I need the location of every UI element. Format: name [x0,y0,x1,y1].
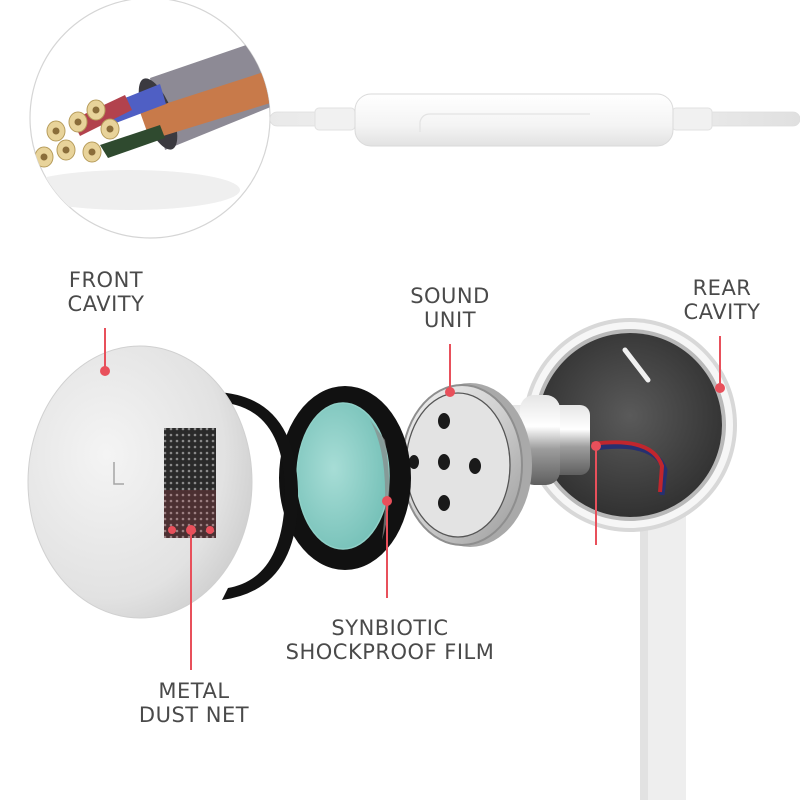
rear-cavity-part [523,318,737,800]
label-synbiotic-film-line1: SYNBIOTIC [331,616,449,640]
label-rear-cavity-line1: REAR [692,276,752,300]
label-front-cavity-line2: CAVITY [67,292,145,316]
label-sound-unit-line2: UNIT [423,308,477,332]
label-sound-unit-line1: SOUND [410,284,490,308]
label-metal-dust-net-line2: DUST NET [138,703,250,727]
label-metal-dust-net-line1: METAL [158,679,230,703]
inline-remote [269,93,800,147]
driver-vent-holes [409,413,481,511]
label-synbiotic-film: SYNBIOTIC SHOCKPROOF FILM [270,616,510,664]
gasket-ring-part [212,392,299,600]
shockproof-film-part [279,386,411,570]
sound-unit-part [401,383,590,547]
callout-leaders [100,328,725,670]
label-rear-cavity-line2: CAVITY [683,300,761,324]
label-front-cavity: FRONT CAVITY [56,268,156,316]
front-cavity-part [27,345,253,619]
label-rear-cavity: REAR CAVITY [672,276,772,324]
label-front-cavity-line1: FRONT [68,268,144,292]
cable-inset [29,0,271,239]
label-synbiotic-film-line2: SHOCKPROOF FILM [285,640,495,664]
label-metal-dust-net: METAL DUST NET [136,679,252,727]
label-sound-unit: SOUND UNIT [398,284,502,332]
metal-dust-net-mesh [164,428,216,538]
